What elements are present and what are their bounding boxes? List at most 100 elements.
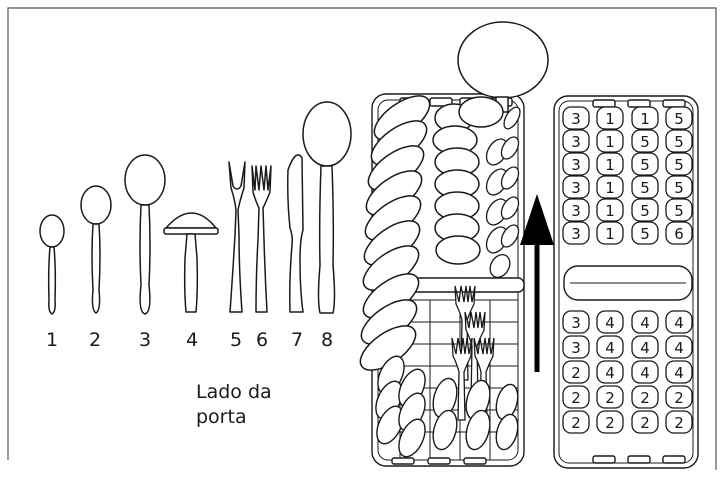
basket-cell: 2	[596, 410, 624, 434]
basket-cell-number: 1	[640, 110, 650, 128]
basket-cell: 5	[631, 198, 659, 222]
caption-line-2: porta	[196, 406, 247, 428]
basket-cell: 2	[631, 385, 659, 409]
basket-cell-number: 5	[674, 156, 684, 174]
basket-cell-number: 2	[605, 414, 615, 432]
basket-cell-number: 4	[674, 364, 684, 382]
basket-cell-number: 5	[674, 202, 684, 220]
fork-group	[451, 285, 495, 421]
utensil-label-5: 5	[230, 329, 242, 351]
basket-cell: 4	[665, 360, 693, 384]
utensil-label-6: 6	[256, 329, 268, 351]
basket-cell: 2	[596, 385, 624, 409]
basket-cell: 3	[562, 221, 590, 245]
utensil-8-serving-spoon-icon	[302, 101, 352, 314]
caption-line-1: Lado da	[196, 381, 272, 403]
basket-cell-number: 3	[571, 110, 581, 128]
basket-cell-number: 1	[605, 179, 615, 197]
basket-cell: 4	[631, 335, 659, 359]
basket-cell: 1	[596, 221, 624, 245]
basket-cell-number: 5	[674, 110, 684, 128]
basket-cell: 1	[596, 152, 624, 176]
basket-cell: 1	[596, 106, 624, 130]
basket-cell-number: 4	[640, 339, 650, 357]
basket-cell-number: 4	[605, 339, 615, 357]
right-column-spoons	[485, 106, 521, 278]
basket-cell-number: 3	[571, 133, 581, 151]
basket-cell: 5	[665, 198, 693, 222]
basket-cell-number: 2	[571, 364, 581, 382]
basket-cell-number: 5	[674, 179, 684, 197]
basket-cell-number: 3	[571, 339, 581, 357]
basket-cell: 2	[665, 385, 693, 409]
utensil-3-soup-spoon-icon	[124, 154, 166, 315]
basket-cell-number: 2	[640, 389, 650, 407]
basket-cell-number: 1	[605, 225, 615, 243]
basket-cell-number: 1	[605, 156, 615, 174]
basket-cell: 1	[596, 129, 624, 153]
basket-cell-number: 1	[605, 110, 615, 128]
basket-cell: 3	[562, 129, 590, 153]
basket-cell: 5	[665, 152, 693, 176]
basket-cell: 4	[596, 310, 624, 334]
basket-cell: 3	[562, 152, 590, 176]
basket-cell-number: 4	[605, 364, 615, 382]
basket-cell: 5	[665, 175, 693, 199]
basket-cell: 5	[631, 221, 659, 245]
right-basket-handle	[563, 265, 693, 301]
utensil-6-fork-icon	[251, 165, 272, 313]
basket-cell: 1	[596, 175, 624, 199]
utensil-label-7: 7	[291, 329, 303, 351]
basket-cell-number: 5	[640, 225, 650, 243]
basket-cell-number: 2	[571, 414, 581, 432]
basket-cell: 2	[665, 410, 693, 434]
basket-cell: 5	[665, 129, 693, 153]
basket-cell: 2	[631, 410, 659, 434]
basket-cell: 4	[665, 335, 693, 359]
utensil-5-serving-fork-icon	[228, 161, 246, 313]
basket-cell-number: 6	[674, 225, 684, 243]
basket-cell: 5	[631, 129, 659, 153]
basket-cell-number: 5	[640, 179, 650, 197]
basket-cell: 3	[562, 310, 590, 334]
basket-cell-number: 1	[605, 202, 615, 220]
basket-cell-number: 2	[605, 389, 615, 407]
up-arrow-icon	[520, 194, 554, 372]
utensil-label-3: 3	[139, 329, 151, 351]
basket-cell: 2	[562, 410, 590, 434]
basket-cell-number: 5	[674, 133, 684, 151]
basket-cell-number: 2	[571, 389, 581, 407]
basket-cell-number: 3	[571, 225, 581, 243]
basket-cell-number: 4	[605, 314, 615, 332]
basket-cell: 4	[665, 310, 693, 334]
basket-cell: 5	[665, 106, 693, 130]
basket-cell: 6	[665, 221, 693, 245]
basket-cell-number: 4	[640, 364, 650, 382]
basket-cell-number: 5	[640, 133, 650, 151]
basket-cell: 3	[562, 335, 590, 359]
basket-cell: 3	[562, 198, 590, 222]
basket-cell: 4	[631, 360, 659, 384]
utensil-2-spoon-icon	[80, 185, 112, 314]
utensil-label-1: 1	[46, 329, 58, 351]
basket-cell-number: 4	[674, 339, 684, 357]
basket-cell-number: 3	[571, 179, 581, 197]
stacked-spoon-bowls	[359, 95, 431, 371]
center-spoon-stack	[432, 96, 504, 265]
basket-cell-number: 5	[640, 202, 650, 220]
basket-cell: 1	[631, 106, 659, 130]
basket-cell: 2	[562, 385, 590, 409]
basket-cell-number: 2	[674, 389, 684, 407]
basket-cell-number: 3	[571, 202, 581, 220]
basket-cell: 4	[596, 360, 624, 384]
basket-cell: 5	[631, 152, 659, 176]
basket-cell-number: 5	[640, 156, 650, 174]
basket-cell: 4	[631, 310, 659, 334]
basket-cell-number: 2	[640, 414, 650, 432]
basket-cell: 4	[596, 335, 624, 359]
utensil-7-knife-icon	[287, 154, 304, 313]
basket-cell: 1	[596, 198, 624, 222]
